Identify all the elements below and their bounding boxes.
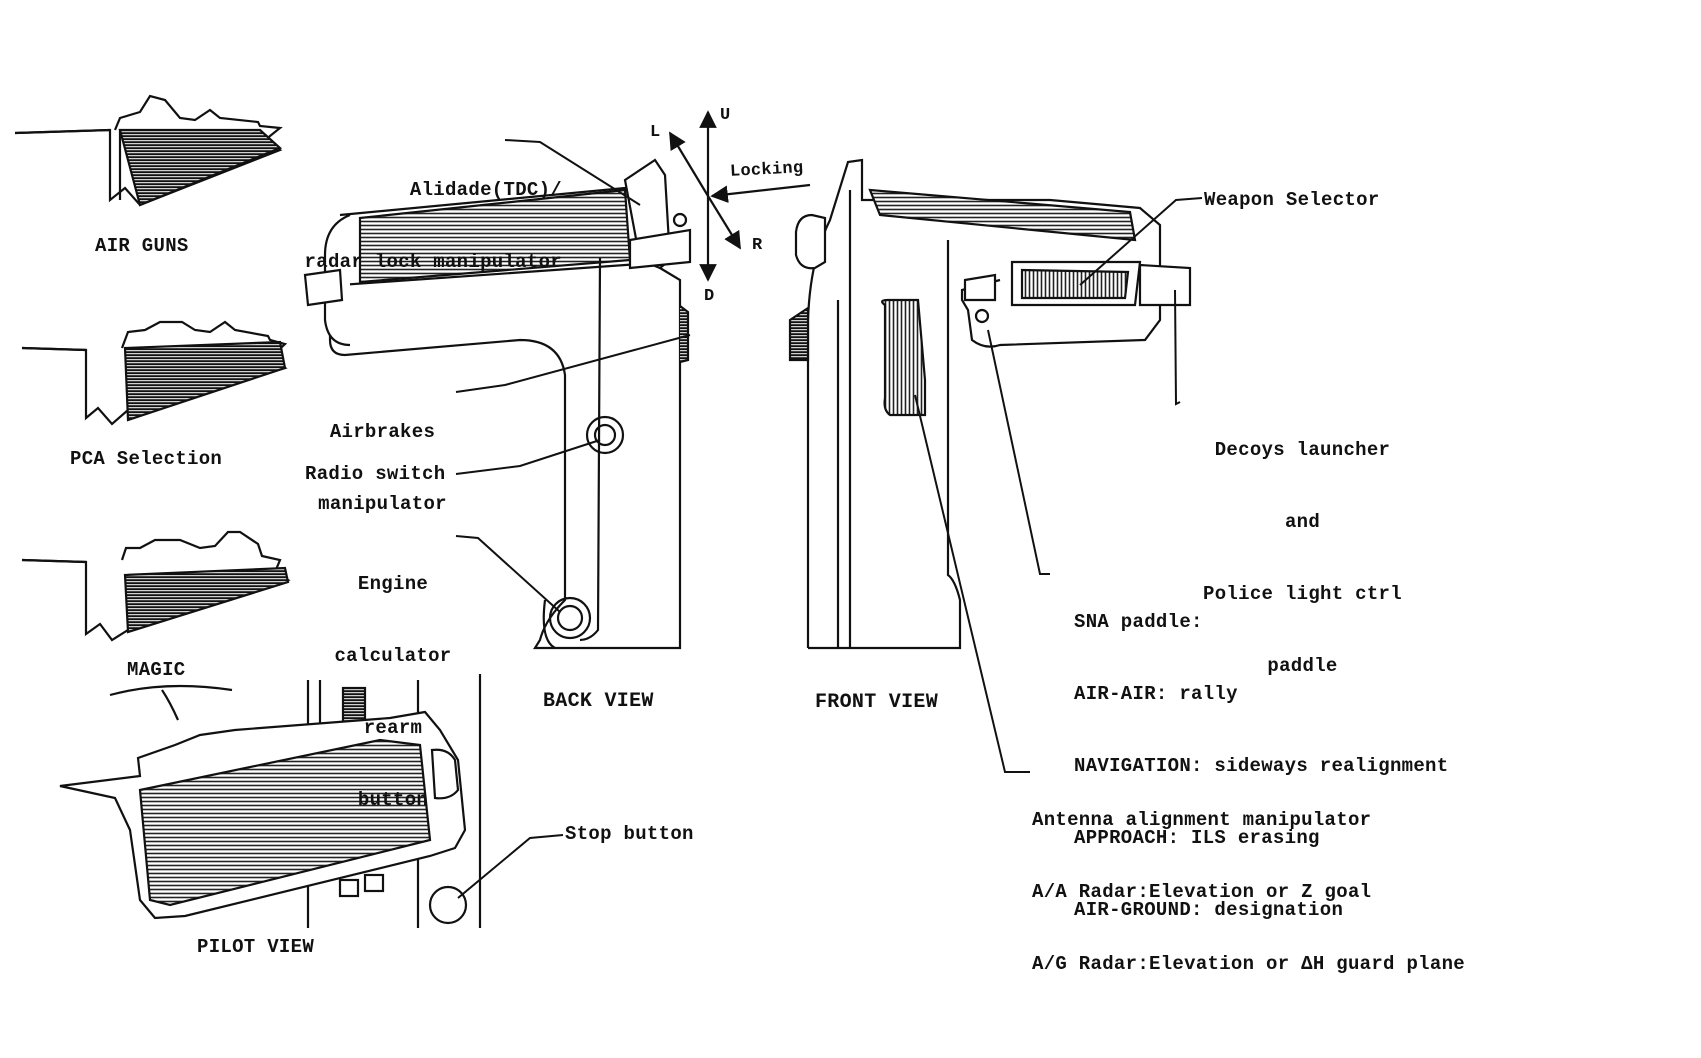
antenna-line-2: A/A Radar:Elevation or Z goal (1032, 881, 1372, 903)
antenna-callout: Antenna alignment manipulator A/A Radar:… (1032, 760, 1465, 1000)
radio-switch-callout: Radio switch (305, 463, 446, 485)
airbrakes-line-2: manipulator (318, 493, 447, 515)
sna-paddle-callout: SNA paddle: AIR-AIR: rally NAVIGATION: s… (1074, 562, 1448, 946)
arrow-left-label: L (650, 123, 661, 142)
alidade-line-1: Alidade(TDC)/ (409, 179, 562, 201)
sna-line-4: APPROACH: ILS erasing (1074, 827, 1320, 849)
engine-calc-callout: Engine calculator rearm button (330, 524, 456, 836)
engine-calc-line-2: calculator (334, 645, 452, 667)
locking-label: Locking (729, 159, 804, 182)
weapon-selector-callout: Weapon Selector (1204, 189, 1380, 211)
back-view-drawing (303, 158, 692, 650)
decoys-line-1: Decoys launcher (1214, 439, 1391, 461)
arrow-down-label: D (704, 287, 715, 306)
decoys-line-2: and (1284, 511, 1321, 533)
sna-line-2: AIR-AIR: rally (1074, 683, 1238, 705)
leader-lines (455, 139, 1203, 899)
engine-calc-line-1: Engine (357, 573, 429, 595)
alidade-line-2: radar lock manipulator (304, 251, 562, 273)
airbrakes-callout: Airbrakes manipulator (310, 372, 455, 540)
air-guns-label: AIR GUNS (95, 235, 189, 257)
magic-panel-drawing (21, 530, 291, 642)
sna-line-3: NAVIGATION: sideways realignment (1074, 755, 1449, 777)
arrow-up-label: U (720, 106, 731, 125)
pca-selection-label: PCA Selection (70, 448, 223, 470)
air-guns-panel-drawing (14, 94, 283, 207)
antenna-line-1: Antenna alignment manipulator (1032, 809, 1372, 831)
pca-selection-panel-drawing (21, 320, 288, 426)
antenna-line-3: A/G Radar:Elevation or ΔH guard plane (1032, 953, 1465, 975)
decoys-callout: Decoys launcher and Police light ctrl pa… (1190, 390, 1415, 702)
direction-arrows (669, 110, 811, 282)
airbrakes-line-1: Airbrakes (329, 421, 436, 443)
alidade-callout: Alidade(TDC)/ radar lock manipulator (296, 130, 562, 298)
sna-line-5: AIR-GROUND: designation (1074, 899, 1344, 921)
engine-calc-line-4: button (357, 789, 429, 811)
decoys-line-4: paddle (1267, 655, 1338, 677)
magic-label: MAGIC (127, 659, 186, 681)
engine-calc-line-3: rearm (363, 717, 423, 739)
front-view-drawing (788, 158, 1192, 650)
pilot-view-label: PILOT VIEW (197, 936, 315, 958)
back-view-label: BACK VIEW (543, 690, 654, 713)
front-view-label: FRONT VIEW (815, 691, 939, 714)
sna-line-1: SNA paddle: (1074, 611, 1203, 633)
pilot-view-drawing (59, 674, 482, 928)
decoys-line-3: Police light ctrl (1203, 583, 1402, 605)
arrow-right-label: R (752, 236, 763, 255)
stop-button-callout: Stop button (565, 823, 694, 845)
